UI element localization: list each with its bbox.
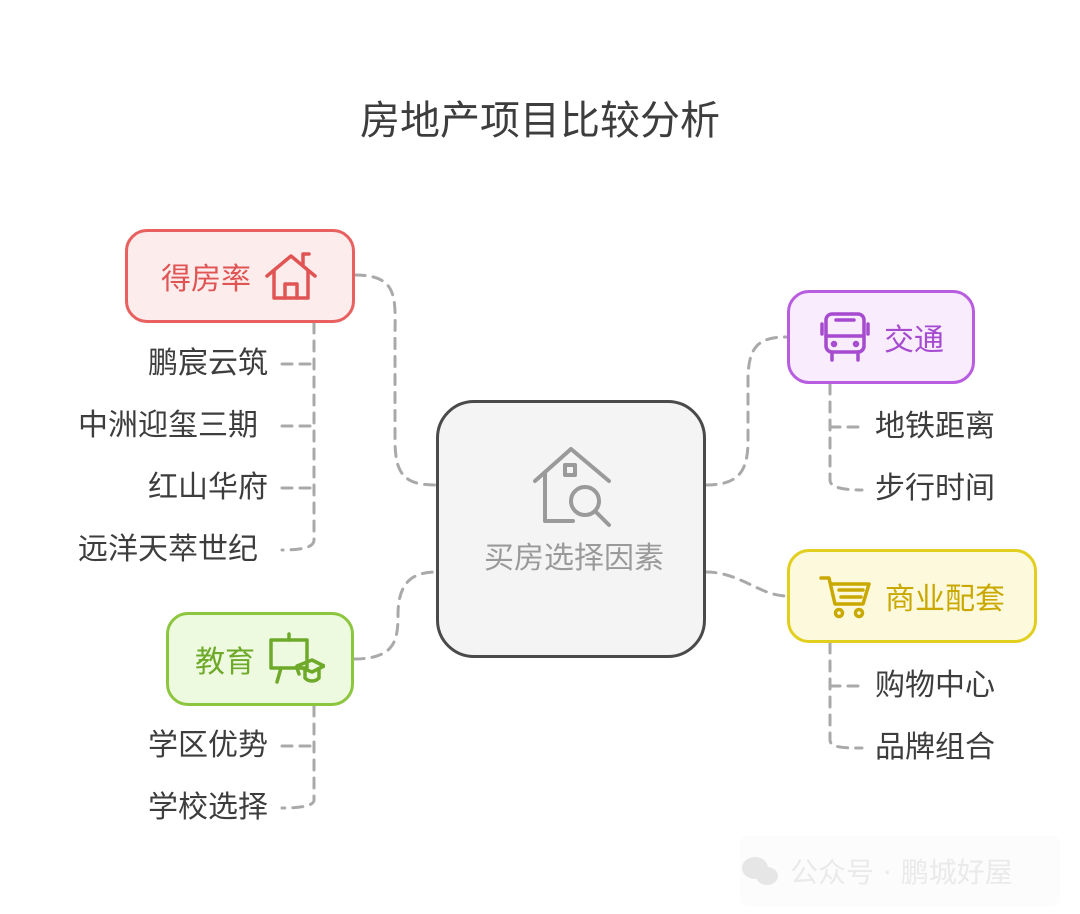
connector-commerce	[704, 570, 789, 598]
house-search-icon	[533, 447, 611, 527]
transport-item-1: 地铁距离	[875, 409, 995, 444]
branch-commerce-node: 商业配套	[787, 549, 1037, 643]
shopping-cart-icon	[819, 576, 871, 619]
connector-ratio	[353, 273, 438, 487]
trunk-education	[280, 704, 316, 810]
branch-ratio-node: 得房率	[125, 229, 355, 323]
trunk-ratio	[280, 321, 316, 552]
ratio-item-3: 红山华府	[148, 470, 268, 505]
ratio-item-2: 中洲迎玺三期	[78, 408, 258, 443]
connector-transport	[704, 335, 789, 487]
wechat-icon	[742, 857, 778, 885]
branch-transport-label: 交通	[884, 323, 944, 358]
commerce-item-1: 购物中心	[875, 668, 995, 703]
connector-education	[352, 570, 438, 661]
education-item-2: 学校选择	[148, 790, 268, 825]
branch-transport-node: 交通	[787, 290, 975, 384]
transport-item-2: 步行时间	[875, 471, 995, 506]
ratio-item-1: 鹏宸云筑	[148, 346, 268, 381]
page-title: 房地产项目比较分析	[360, 98, 720, 144]
branch-education-label: 教育	[195, 645, 255, 680]
watermark-text: 公众号 · 鹏城好屋	[790, 856, 1013, 889]
education-item-1: 学区优势	[148, 728, 268, 763]
center-node: 买房选择因素	[436, 400, 706, 658]
commerce-item-2: 品牌组合	[875, 730, 995, 765]
branch-commerce-label: 商业配套	[885, 582, 1005, 617]
branch-ratio-label: 得房率	[161, 262, 251, 297]
watermark: 公众号 · 鹏城好屋	[740, 836, 1060, 906]
branch-education-node: 教育	[166, 612, 354, 706]
center-label: 买房选择因素	[484, 541, 664, 576]
trunk-commerce	[828, 641, 864, 750]
ratio-item-4: 远洋天萃世纪	[78, 532, 258, 567]
trunk-transport	[828, 382, 864, 492]
house-icon	[265, 252, 317, 300]
graduation-board-icon	[269, 632, 325, 684]
bus-icon	[820, 312, 870, 362]
